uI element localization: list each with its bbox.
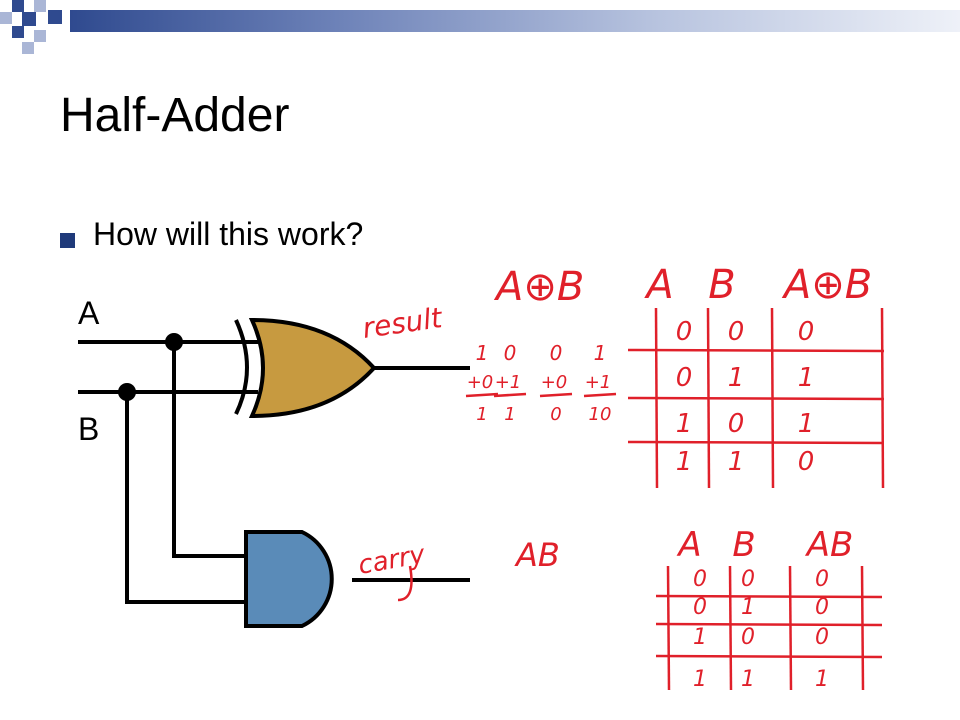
table-cell: 1 [798, 363, 815, 393]
sum-top-digit: 0 [550, 341, 563, 365]
sum-operand: +1 [585, 372, 612, 393]
sum-operand: +0 [467, 372, 494, 393]
header-band [70, 10, 960, 32]
table-cell: 1 [798, 409, 815, 439]
sum-rule-line [465, 392, 499, 398]
table-cell: 1 [676, 447, 693, 477]
table-column-line [860, 565, 865, 691]
sum-rule-line [539, 392, 573, 398]
table-cell: 0 [741, 625, 755, 650]
table-cell: 0 [815, 567, 829, 592]
bullet-square-icon [60, 233, 75, 248]
sum-result: 10 [589, 404, 612, 425]
table-cell: 1 [728, 447, 745, 477]
and-expression: AB [514, 536, 560, 574]
table-cell: 0 [728, 317, 745, 347]
sum-result: 0 [550, 404, 561, 425]
table-header-cell: A [676, 525, 701, 565]
table-column-line [706, 307, 711, 489]
table-cell: 0 [741, 567, 755, 592]
table-cell: 0 [728, 409, 745, 439]
table-cell: 0 [798, 447, 815, 477]
table-cell: 0 [693, 567, 707, 592]
table-header-cell: A⊕B [781, 262, 872, 308]
sum-operand: +1 [495, 372, 522, 393]
table-header-cell: B [732, 525, 755, 565]
input-b-label: B [78, 411, 99, 447]
table-header-cell: AB [805, 525, 854, 565]
table-cell: 1 [693, 625, 707, 650]
table-column-line [788, 565, 793, 691]
table-row-line [627, 440, 885, 445]
sum-operand: +0 [541, 372, 568, 393]
input-a-label: A [78, 295, 100, 331]
carry-note-tail [397, 565, 413, 602]
sum-rule-line [583, 392, 617, 398]
table-cell: 0 [693, 595, 707, 620]
table-header-cell: B [708, 262, 735, 308]
table-cell: 1 [741, 595, 755, 620]
and-gate [244, 530, 334, 628]
xor-gate [234, 317, 377, 419]
sum-result: 1 [476, 404, 487, 425]
table-column-line [666, 565, 671, 691]
sum-rule-line [493, 392, 527, 398]
table-column-line [770, 307, 775, 489]
table-column-line [654, 307, 659, 489]
table-cell: 1 [693, 667, 707, 692]
result-note: result [360, 301, 445, 345]
sum-top-digit: 1 [476, 341, 489, 365]
junction-a-dot [165, 333, 183, 351]
xor-gate-input-arc [234, 319, 249, 415]
table-column-line [880, 307, 885, 489]
table-cell: 0 [815, 625, 829, 650]
sum-result: 1 [504, 404, 515, 425]
and-gate-body [244, 530, 334, 628]
table-column-line [728, 565, 733, 691]
table-cell: 0 [798, 317, 815, 347]
table-cell: 1 [676, 409, 693, 439]
table-cell: 0 [676, 317, 693, 347]
table-row-line [655, 654, 883, 659]
table-header-cell: A [643, 262, 673, 308]
table-row-line [627, 348, 885, 353]
bullet-text: How will this work? [93, 216, 364, 252]
table-cell: 0 [676, 363, 693, 393]
table-row-line [655, 622, 883, 627]
table-row-line [627, 396, 885, 401]
junction-b-dot [118, 383, 136, 401]
sum-top-digit: 0 [504, 341, 517, 365]
table-cell: 1 [741, 667, 755, 692]
table-row-line [655, 594, 883, 599]
xor-gate-body [248, 317, 377, 419]
slide-title: Half-Adder [60, 89, 290, 142]
table-cell: 0 [815, 595, 829, 620]
table-cell: 1 [815, 667, 829, 692]
sum-top-digit: 1 [594, 341, 607, 365]
xor-expression: A⊕B [493, 264, 584, 310]
carry-note: carry [356, 540, 428, 581]
binary-sums: 1+010+110+001+110 [465, 341, 617, 425]
corner-decoration [0, 0, 80, 80]
table-cell: 1 [728, 363, 745, 393]
